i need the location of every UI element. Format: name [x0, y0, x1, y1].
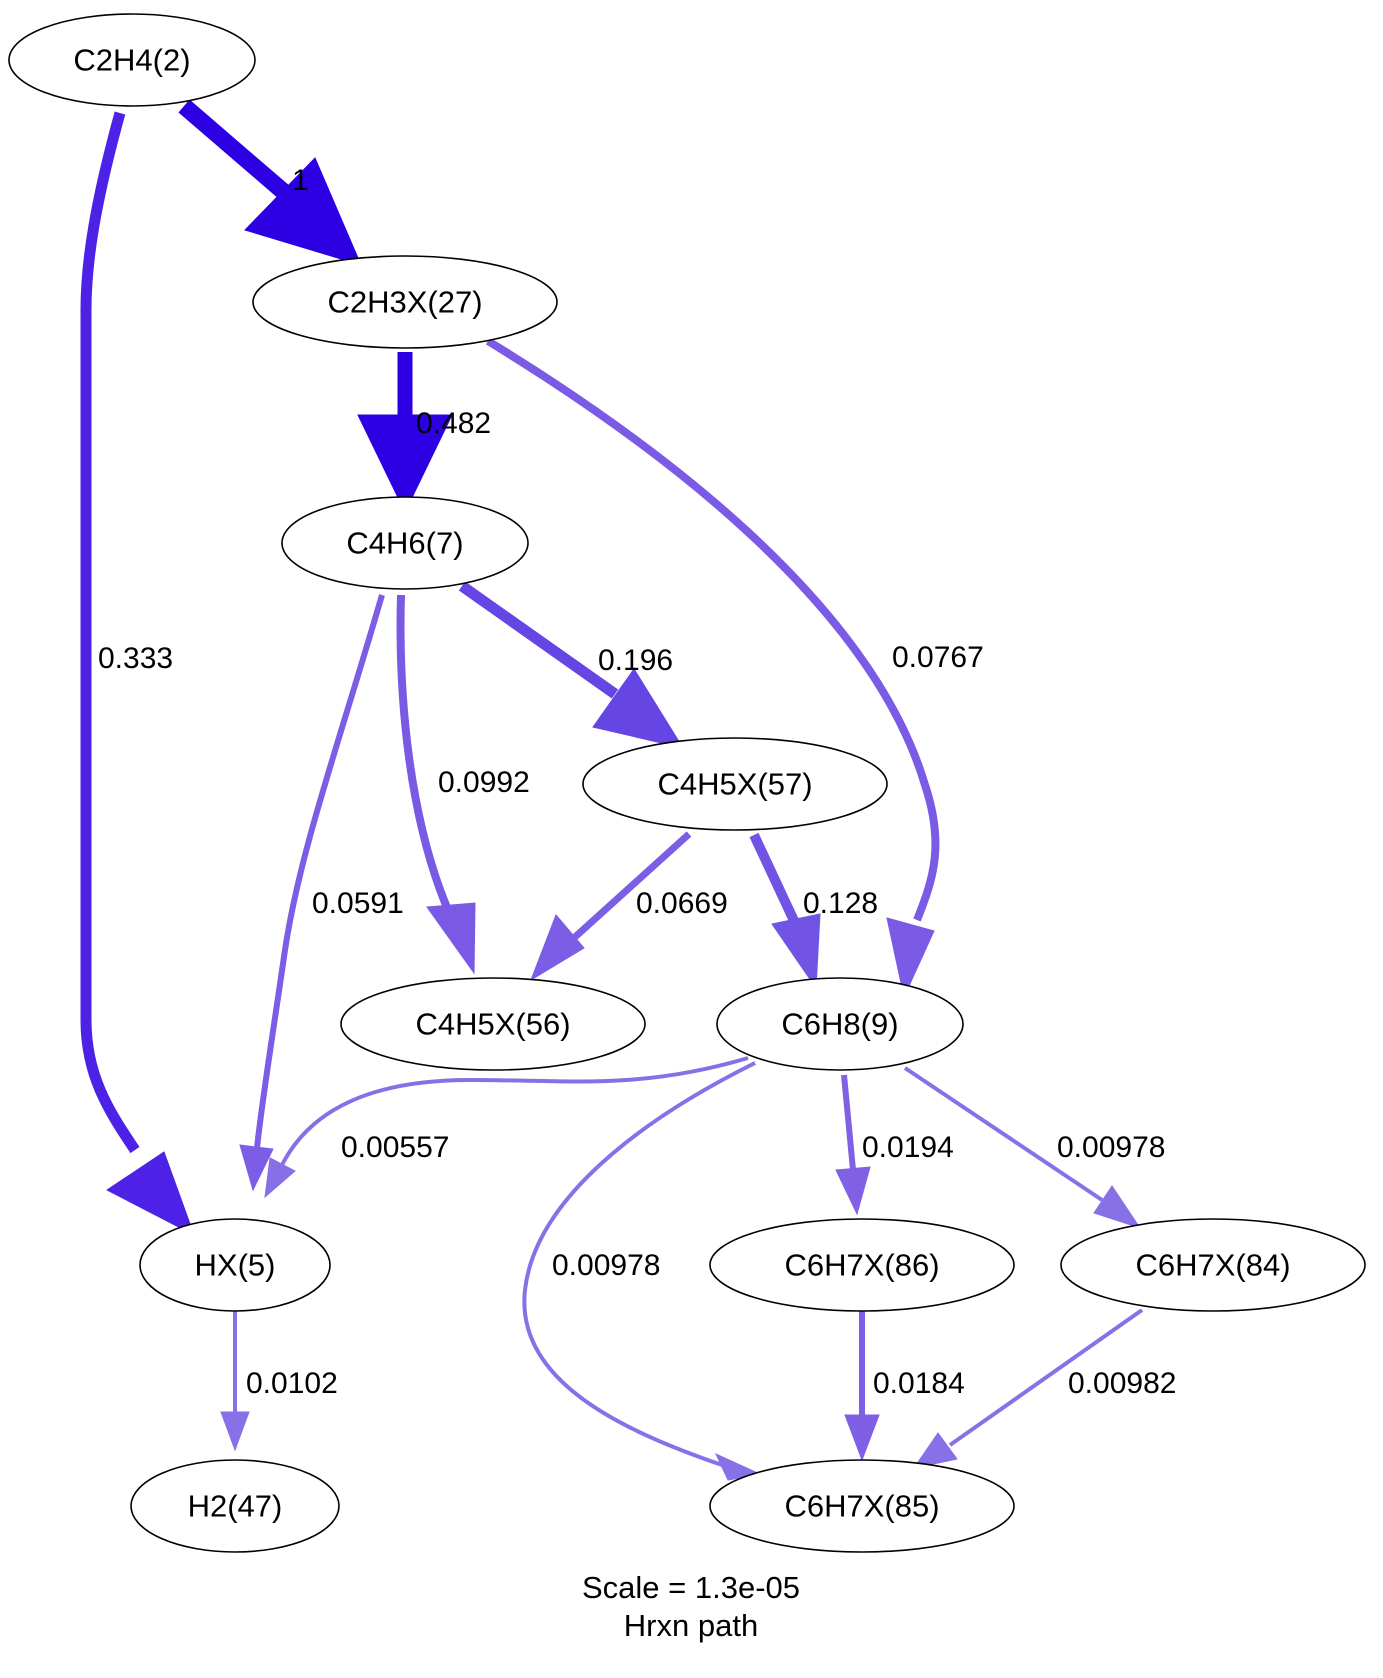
- node-c4h6: C4H6(7): [281, 496, 529, 590]
- edge-arrowhead: [844, 1414, 880, 1462]
- edge-c4h6-to-c4h5x57: 0.196: [458, 581, 685, 749]
- edge-line: [458, 581, 619, 699]
- node-c4h5x56: C4H5X(56): [340, 977, 646, 1071]
- edge-hx-to-h2: 0.0102: [220, 1310, 338, 1452]
- edge-arrowhead: [886, 917, 935, 999]
- node-label: HX(5): [195, 1248, 276, 1283]
- edge-c6h7x84-to-c6h7x85: 0.00982: [912, 1308, 1176, 1469]
- edge-line: [948, 1308, 1144, 1447]
- scale-caption: Scale = 1.3e-05: [582, 1570, 800, 1605]
- edge-arrowhead: [592, 668, 685, 749]
- node-ellipse: [709, 1218, 1015, 1312]
- edge-c2h4-to-c2h3x: 1: [178, 99, 362, 266]
- node-c6h7x84: C6H7X(84): [1060, 1218, 1366, 1312]
- node-ellipse: [340, 977, 646, 1071]
- node-label: C2H3X(27): [327, 285, 482, 320]
- node-label: C6H8(9): [781, 1007, 898, 1042]
- node-ellipse: [709, 1459, 1015, 1553]
- edge-label: 0.0669: [636, 887, 728, 920]
- edge-label: 0.00557: [341, 1131, 449, 1164]
- edge-c4h6-to-hx: 0.0591: [239, 594, 404, 1192]
- edge-arrowhead: [912, 1432, 958, 1469]
- edge-label: 0.196: [598, 644, 673, 677]
- edge-label: 0.00982: [1068, 1367, 1176, 1400]
- node-ellipse: [281, 496, 529, 590]
- edge-label: 0.482: [416, 407, 491, 440]
- node-ellipse: [582, 737, 888, 831]
- edge-label: 1: [292, 164, 309, 197]
- edge-label: 0.0992: [438, 766, 530, 799]
- edge-c6h8-to-c6h7x86: 0.0194: [835, 1074, 954, 1216]
- edge-label: 0.0184: [873, 1367, 965, 1400]
- edge-arrowhead: [771, 913, 821, 990]
- edge-line: [254, 594, 385, 1149]
- node-label: C2H4(2): [73, 43, 190, 78]
- edge-arrowhead: [357, 414, 453, 514]
- node-c2h4: C2H4(2): [8, 13, 256, 107]
- edge-label: 0.0102: [246, 1367, 338, 1400]
- node-ellipse: [252, 255, 558, 349]
- edge-line: [522, 1061, 756, 1467]
- edge-c6h8-to-hx: 0.00557: [264, 1056, 749, 1199]
- edge-c6h7x86-to-c6h7x85: 0.0184: [844, 1310, 965, 1462]
- edge-arrowhead: [530, 914, 585, 982]
- node-label: C6H7X(85): [784, 1489, 939, 1524]
- edge-c4h6-to-c4h5x56: 0.0992: [396, 594, 530, 975]
- edge-c2h4-to-hx: 0.333: [80, 111, 195, 1237]
- edge-c2h3x-to-c4h6: 0.482: [357, 352, 491, 514]
- edge-line: [903, 1066, 1104, 1202]
- node-c4h5x57: C4H5X(57): [582, 737, 888, 831]
- node-label: C4H6(7): [346, 526, 463, 561]
- node-ellipse: [130, 1459, 340, 1553]
- node-ellipse: [1060, 1218, 1366, 1312]
- edge-c6h8-to-c6h7x85: 0.00978: [522, 1061, 762, 1481]
- edge-c4h5x57-to-c4h5x56: 0.0669: [530, 831, 728, 982]
- edge-arrowhead: [244, 157, 362, 266]
- node-label: C4H5X(57): [657, 767, 812, 802]
- diagram-title: Hrxn path: [624, 1608, 758, 1643]
- node-label: H2(47): [188, 1489, 283, 1524]
- edge-arrowhead: [264, 1157, 296, 1199]
- edge-label: 0.00978: [552, 1249, 660, 1282]
- node-ellipse: [716, 977, 964, 1071]
- edge-line: [749, 832, 801, 928]
- edge-arrowhead: [106, 1151, 195, 1237]
- edge-c6h8-to-c6h7x84: 0.00978: [903, 1066, 1165, 1229]
- edge-arrowhead: [220, 1411, 250, 1452]
- node-label: C6H7X(86): [784, 1248, 939, 1283]
- edge-c4h5x57-to-c6h8: 0.128: [749, 832, 878, 990]
- node-label: C6H7X(84): [1135, 1248, 1290, 1283]
- node-hx: HX(5): [139, 1218, 331, 1312]
- edge-arrowhead: [1093, 1185, 1142, 1229]
- edge-line: [178, 99, 291, 200]
- edge-line: [280, 1056, 749, 1166]
- edge-label: 0.0194: [862, 1131, 954, 1164]
- edge-arrowhead: [426, 902, 476, 975]
- node-ellipse: [139, 1218, 331, 1312]
- node-label: C4H5X(56): [415, 1007, 570, 1042]
- edge-label: 0.333: [98, 642, 173, 675]
- node-h2: H2(47): [130, 1459, 340, 1553]
- edge-label: 0.128: [803, 887, 878, 920]
- edge-line: [80, 111, 140, 1154]
- node-ellipse: [8, 13, 256, 107]
- edge-line: [572, 831, 692, 940]
- node-c2h3x: C2H3X(27): [252, 255, 558, 349]
- edge-line: [485, 337, 940, 922]
- node-c6h8: C6H8(9): [716, 977, 964, 1071]
- node-c6h7x85: C6H7X(85): [709, 1459, 1015, 1553]
- edge-c2h3x-to-c6h8: 0.0767: [485, 337, 984, 999]
- edge-label: 0.0591: [312, 887, 404, 920]
- edge-arrowhead: [835, 1166, 871, 1216]
- edge-label: 0.0767: [892, 641, 984, 674]
- edge-line: [396, 594, 452, 912]
- edge-line: [841, 1074, 856, 1171]
- node-c6h7x86: C6H7X(86): [709, 1218, 1015, 1312]
- edge-label: 0.00978: [1057, 1131, 1165, 1164]
- edge-arrowhead: [239, 1144, 274, 1192]
